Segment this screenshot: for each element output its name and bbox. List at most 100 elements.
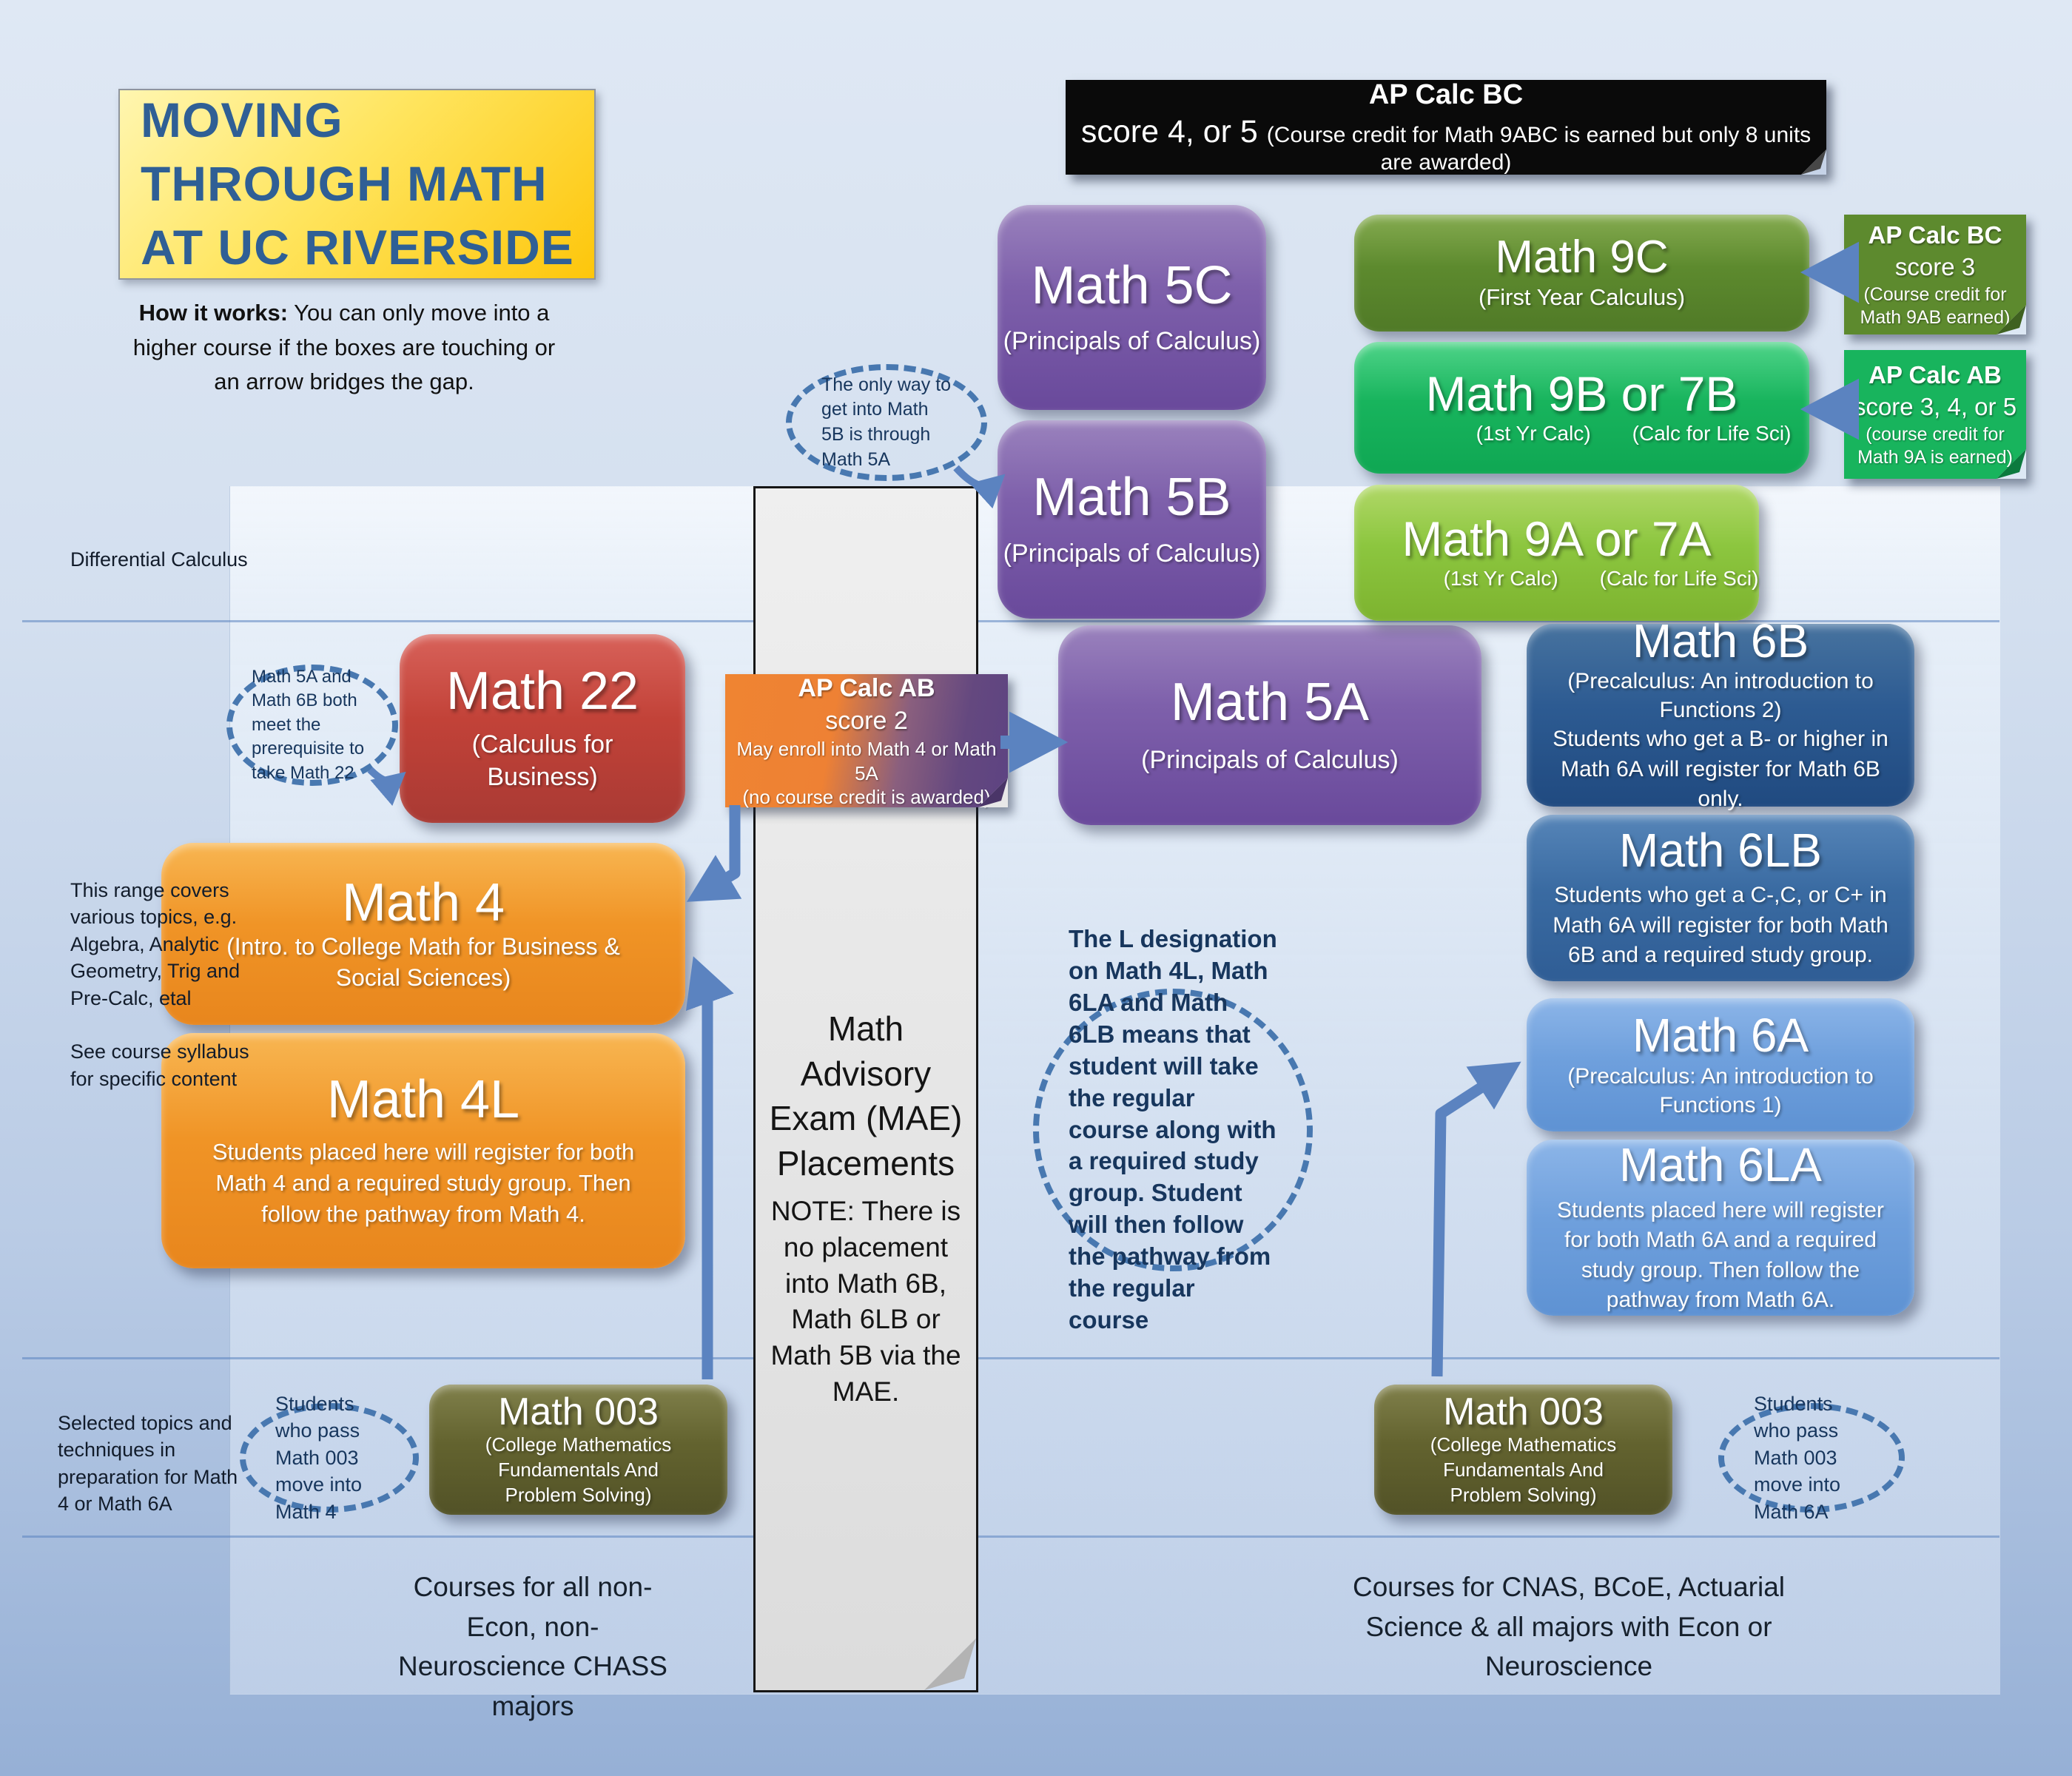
cloud-text: Math 5A and Math 6B both meet the prereq… [252,667,365,783]
arrow-math003-to-math4 [685,956,734,1379]
course-body: Students placed here will register for b… [212,1139,635,1227]
course-body: Students who get a C-,C, or C+ in Math 6… [1553,883,1888,968]
note-line1: May enroll into Math 4 or Math 5A [736,738,997,784]
how-it-works-text: You can only move into a higher course i… [132,300,556,394]
course-title: Math 4 [341,872,505,932]
how-it-works: How it works: You can only move into a h… [122,296,566,400]
note-ap-calc-ab-score-345: AP Calc AB score 3, 4, or 5 (course cred… [1844,350,2026,479]
course-sublabel-2: (Calc for Life Sci) [1632,422,1792,445]
cloud-text: The only way to get into Math 5B is thro… [821,374,952,470]
cloud-pass-003-math6a: Students who pass Math 003 move into Mat… [1718,1393,1905,1523]
arrow-cloud-to-math22 [367,767,406,806]
side-label-text: Differential Calculus [70,548,248,571]
arrow-ab2-to-math4 [686,805,742,902]
side-label-selected-topics: Selected topics and techniques in prepar… [58,1410,254,1518]
course-box-math-5a: Math 5A (Principals of Calculus) [1058,625,1481,825]
course-subtitle: (Calculus for Business) [471,730,613,792]
cloud-into-5b: The only way to get into Math 5B is thro… [786,364,987,481]
course-subtitle: (Precalculus: An introduction to Functio… [1567,1063,1874,1117]
note-score: score 3 [1894,252,1976,280]
course-title: Math 6A [1632,1009,1809,1063]
course-title: Math 6B [1632,614,1809,668]
side-label-differential-calculus: Differential Calculus [70,546,285,573]
title-box: MOVING THROUGH MATH AT UC RIVERSIDE [118,89,596,280]
note-title: AP Calc BC [1868,221,2002,249]
course-sublabels: (1st Yr Calc) (Calc for Life Sci) [1476,420,1792,447]
note-title: AP Calc AB [1868,360,2002,388]
caption-text: Courses for CNAS, BCoE, Actuarial Scienc… [1353,1572,1785,1682]
arrow-math003-to-math6a [1431,1061,1521,1377]
note-detail: (Course credit for Math 9AB earned) [1860,283,2011,328]
course-sublabel-1: (1st Yr Calc) [1443,567,1558,591]
course-subtitle: (Principals of Calculus) [1003,327,1261,356]
course-box-math-003-right: Math 003 (College Mathematics Fundamenta… [1374,1385,1672,1515]
course-title: Math 5C [1031,255,1233,315]
course-title: Math 9A or 7A [1402,511,1712,567]
course-title: Math 6LB [1619,824,1822,878]
course-subtitle: (First Year Calculus) [1478,284,1686,311]
course-body: Students who get a B- or higher in Math … [1553,727,1888,812]
ap-calc-bc-banner: AP Calc BC score 4, or 5 (Course credit … [1066,79,1826,175]
course-box-math-22: Math 22 (Calculus for Business) [400,634,685,823]
folded-corner-icon [1997,305,2026,334]
h-divider-3 [22,1536,1999,1538]
course-subtitle: (College Mathematics Fundamentals And Pr… [485,1433,672,1506]
caption-cnas-majors: Courses for CNAS, BCoE, Actuarial Scienc… [1347,1567,1791,1686]
folded-corner-icon [1997,449,2026,479]
course-sublabel-2: (Calc for Life Sci) [1599,567,1759,591]
course-title: Math 6LA [1619,1138,1822,1192]
course-title: Math 4L [326,1070,520,1130]
side-label-text-2: See course syllabus for specific content [70,1040,249,1090]
course-sublabels: (1st Yr Calc) (Calc for Life Sci) [1444,565,1759,592]
note-title: AP Calc AB [798,674,935,703]
course-subtitle: (Intro. to College Math for Business & S… [226,933,620,991]
cloud-prereq-math22: Math 5A and Math 6B both meet the prereq… [226,665,398,786]
course-title: Math 5B [1032,468,1231,528]
course-subtitle: (Precalculus: An introduction to Functio… [1567,669,1874,723]
cloud-text: The L designation on Math 4L, Math 6LA a… [1069,925,1277,1333]
h-divider-1 [22,620,1999,622]
course-box-math-6la: Math 6LA Students placed here will regis… [1527,1140,1914,1316]
mae-heading: Math Advisory Exam (MAE) Placements [769,1009,963,1183]
how-it-works-lead: How it works: [138,300,289,326]
course-subtitle: (Principals of Calculus) [1003,539,1261,568]
course-box-math-6b: Math 6B (Precalculus: An introduction to… [1527,616,1914,811]
course-box-math-4l: Math 4L Students placed here will regist… [161,1033,685,1268]
note-line2: (no course credit is awarded) [742,786,991,809]
cloud-text: Students who pass Math 003 move into Mat… [1754,1392,1841,1523]
h-divider-2 [22,1357,1999,1359]
arrow-cloud-to-math5b [953,465,1006,509]
side-label-text: Selected topics and techniques in prepar… [58,1412,238,1516]
course-sublabel-1: (1st Yr Calc) [1476,422,1591,445]
course-box-math-6a: Math 6A (Precalculus: An introduction to… [1527,998,1914,1131]
note-ap-calc-bc-score-3: AP Calc BC score 3 (Course credit for Ma… [1844,215,2026,334]
side-label-text: This range covers various topics, e.g. A… [70,879,240,1009]
note-score: score 2 [825,707,908,736]
caption-text: Courses for all non-Econ, non-Neuroscien… [398,1572,667,1721]
cloud-text: Students who pass Math 003 move into Mat… [275,1392,363,1523]
course-box-math-5b: Math 5B (Principals of Calculus) [998,420,1266,619]
course-title: Math 5A [1170,673,1370,733]
course-box-math-4: Math 4 (Intro. to College Math for Busin… [161,843,685,1025]
folded-corner-icon [978,778,1008,807]
banner-detail: (Course credit for Math 9ABC is earned b… [1266,123,1812,175]
banner-detail-line: score 4, or 5 (Course credit for Math 9A… [1080,114,1812,175]
course-subtitle: (Principals of Calculus) [1141,745,1399,774]
course-box-math-5c: Math 5C (Principals of Calculus) [998,205,1266,410]
mae-text: Math Advisory Exam (MAE) Placements NOTE… [756,488,976,1410]
cloud-l-designation: The L designation on Math 4L, Math 6LA a… [1033,925,1313,1333]
course-box-math-9c: Math 9C (First Year Calculus) [1354,215,1809,332]
banner-score: score 4, or 5 [1080,114,1267,149]
note-score: score 3, 4, or 5 [1853,392,2017,420]
course-box-math-6lb: Math 6LB Students who get a C-,C, or C+ … [1527,815,1914,981]
course-title: Math 003 [1443,1390,1604,1434]
side-label-range: This range covers various topics, e.g. A… [70,877,252,1092]
cloud-pass-003-math4: Students who pass Math 003 move into Mat… [240,1393,419,1523]
note-detail: (course credit for Math 9A is earned) [1857,423,2013,468]
mae-note: NOTE: There is no placement into Math 6B… [770,1195,961,1407]
course-title: Math 003 [498,1390,659,1434]
course-title: Math 9B or 7B [1425,366,1738,422]
course-title: Math 22 [445,662,639,722]
